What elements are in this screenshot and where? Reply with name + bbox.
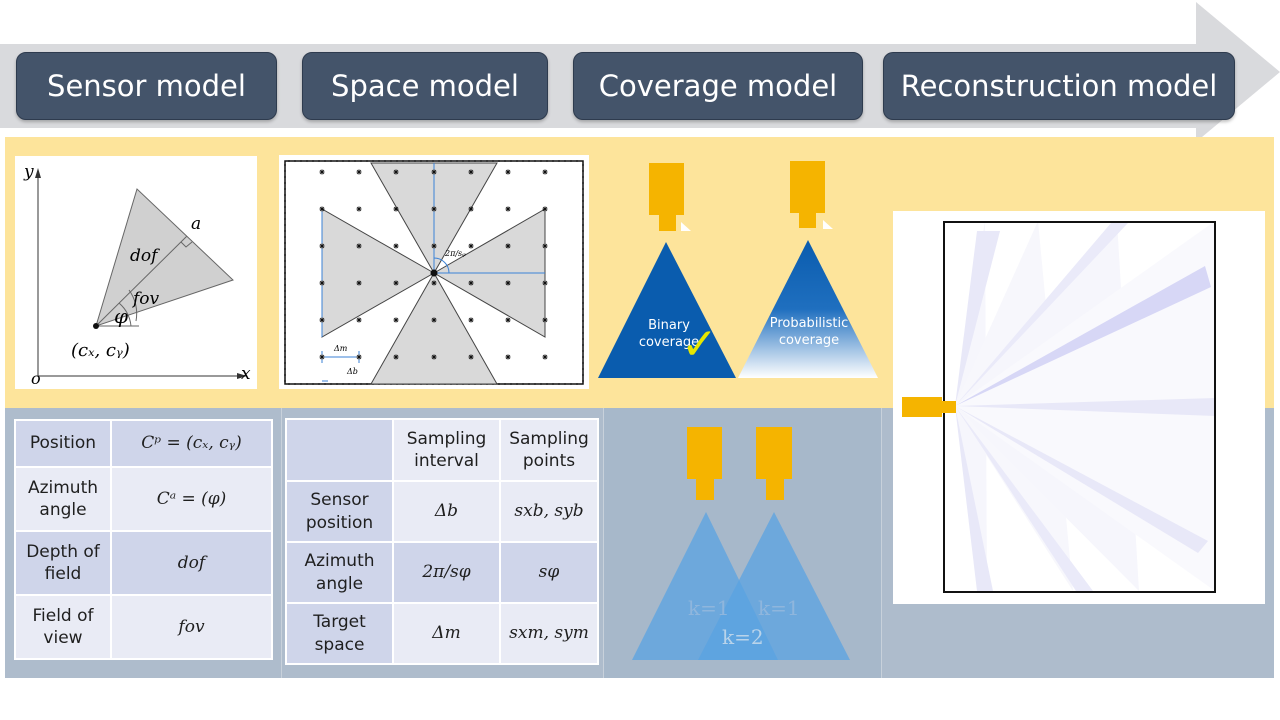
angle-label: 2π/sᵩ [445, 249, 466, 258]
camera-icon [687, 427, 722, 500]
table-cell: Sensor position [285, 480, 394, 543]
label-fov: fov [133, 289, 160, 309]
table-row: Sensor position Δb sxb, syb [285, 480, 599, 543]
table-cell [285, 418, 394, 482]
probabilistic-coverage-label: Probabilistic coverage [769, 316, 849, 348]
table-cell: Target space [285, 602, 394, 665]
table-cell: fov [110, 594, 273, 660]
table-cell: Azimuth angle [14, 466, 112, 532]
table-cell: Δb [392, 480, 501, 543]
overlap-cone-right [698, 512, 850, 660]
table-cell: Cᵃ = (φ) [110, 466, 273, 532]
space-diagram: 2π/sᵩ Δm Δb [279, 155, 589, 389]
divider [603, 408, 604, 678]
table-row: Azimuth angle Cᵃ = (φ) [14, 466, 273, 532]
binary-cone [598, 242, 736, 378]
k-right-label: k=1 [758, 596, 800, 620]
table-row: Depth of field dof [14, 530, 273, 596]
table-row: Target space Δm sxm, sym [285, 602, 599, 665]
table-cell: sxb, syb [499, 480, 599, 543]
k-left-label: k=1 [688, 596, 730, 620]
probabilistic-cone [738, 240, 878, 378]
table-cell: Position [14, 419, 112, 468]
table-cell: dof [110, 530, 273, 596]
binary-coverage-label: Binary coverage [638, 318, 700, 350]
table-cell: Field of view [14, 594, 112, 660]
table-cell: Sampling points [499, 418, 599, 482]
table-cell: Cᵖ = (cₓ, cᵧ) [110, 419, 273, 468]
stage-space-model: Space model [302, 52, 548, 120]
table-cell: sφ [499, 541, 599, 604]
axis-x-label: x [241, 364, 251, 384]
stage-sensor-model: Sensor model [16, 52, 277, 120]
divider [281, 408, 282, 678]
table-row: Azimuth angle 2π/sφ sφ [285, 541, 599, 604]
table-cell: 2π/sφ [392, 541, 501, 604]
table-row: Position Cᵖ = (cₓ, cᵧ) [14, 419, 273, 468]
table-cell: sxm, sym [499, 602, 599, 665]
label-center: (cₓ, cᵧ) [71, 340, 130, 361]
checkmark-icon: ✓ [681, 319, 718, 370]
camera-icon [756, 427, 792, 500]
coverage-diagram [598, 161, 878, 378]
table-row: Field of view fov [14, 594, 273, 660]
label-dof: dof [130, 246, 158, 266]
sensor-table: Position Cᵖ = (cₓ, cᵧ) Azimuth angle Cᵃ … [14, 419, 273, 660]
label-a: a [191, 214, 202, 234]
label-phi: φ [114, 304, 129, 328]
reconstruction-diagram [893, 211, 1265, 604]
stage-reconstruction-model: Reconstruction model [883, 52, 1235, 120]
sensor-diagram: y x o a dof fov φ (cₓ, cᵧ) [15, 156, 257, 389]
divider [881, 408, 882, 678]
table-cell: Sampling interval [392, 418, 501, 482]
table-cell: Δm [392, 602, 501, 665]
camera-icon [902, 397, 956, 417]
k-center-label: k=2 [722, 625, 764, 649]
table-row: Sampling interval Sampling points [285, 418, 599, 482]
space-table: Sampling interval Sampling points Sensor… [285, 418, 599, 665]
origin-label: o [31, 369, 41, 388]
table-cell: Depth of field [14, 530, 112, 596]
delta-m-label: Δm [334, 344, 348, 353]
delta-b-label: Δb [347, 367, 358, 376]
camera-icon [649, 163, 691, 231]
stage-coverage-model: Coverage model [573, 52, 863, 120]
camera-icon [790, 161, 833, 229]
overlap-diagram [632, 427, 850, 660]
table-cell: Azimuth angle [285, 541, 394, 604]
axis-y-label: y [24, 162, 34, 182]
